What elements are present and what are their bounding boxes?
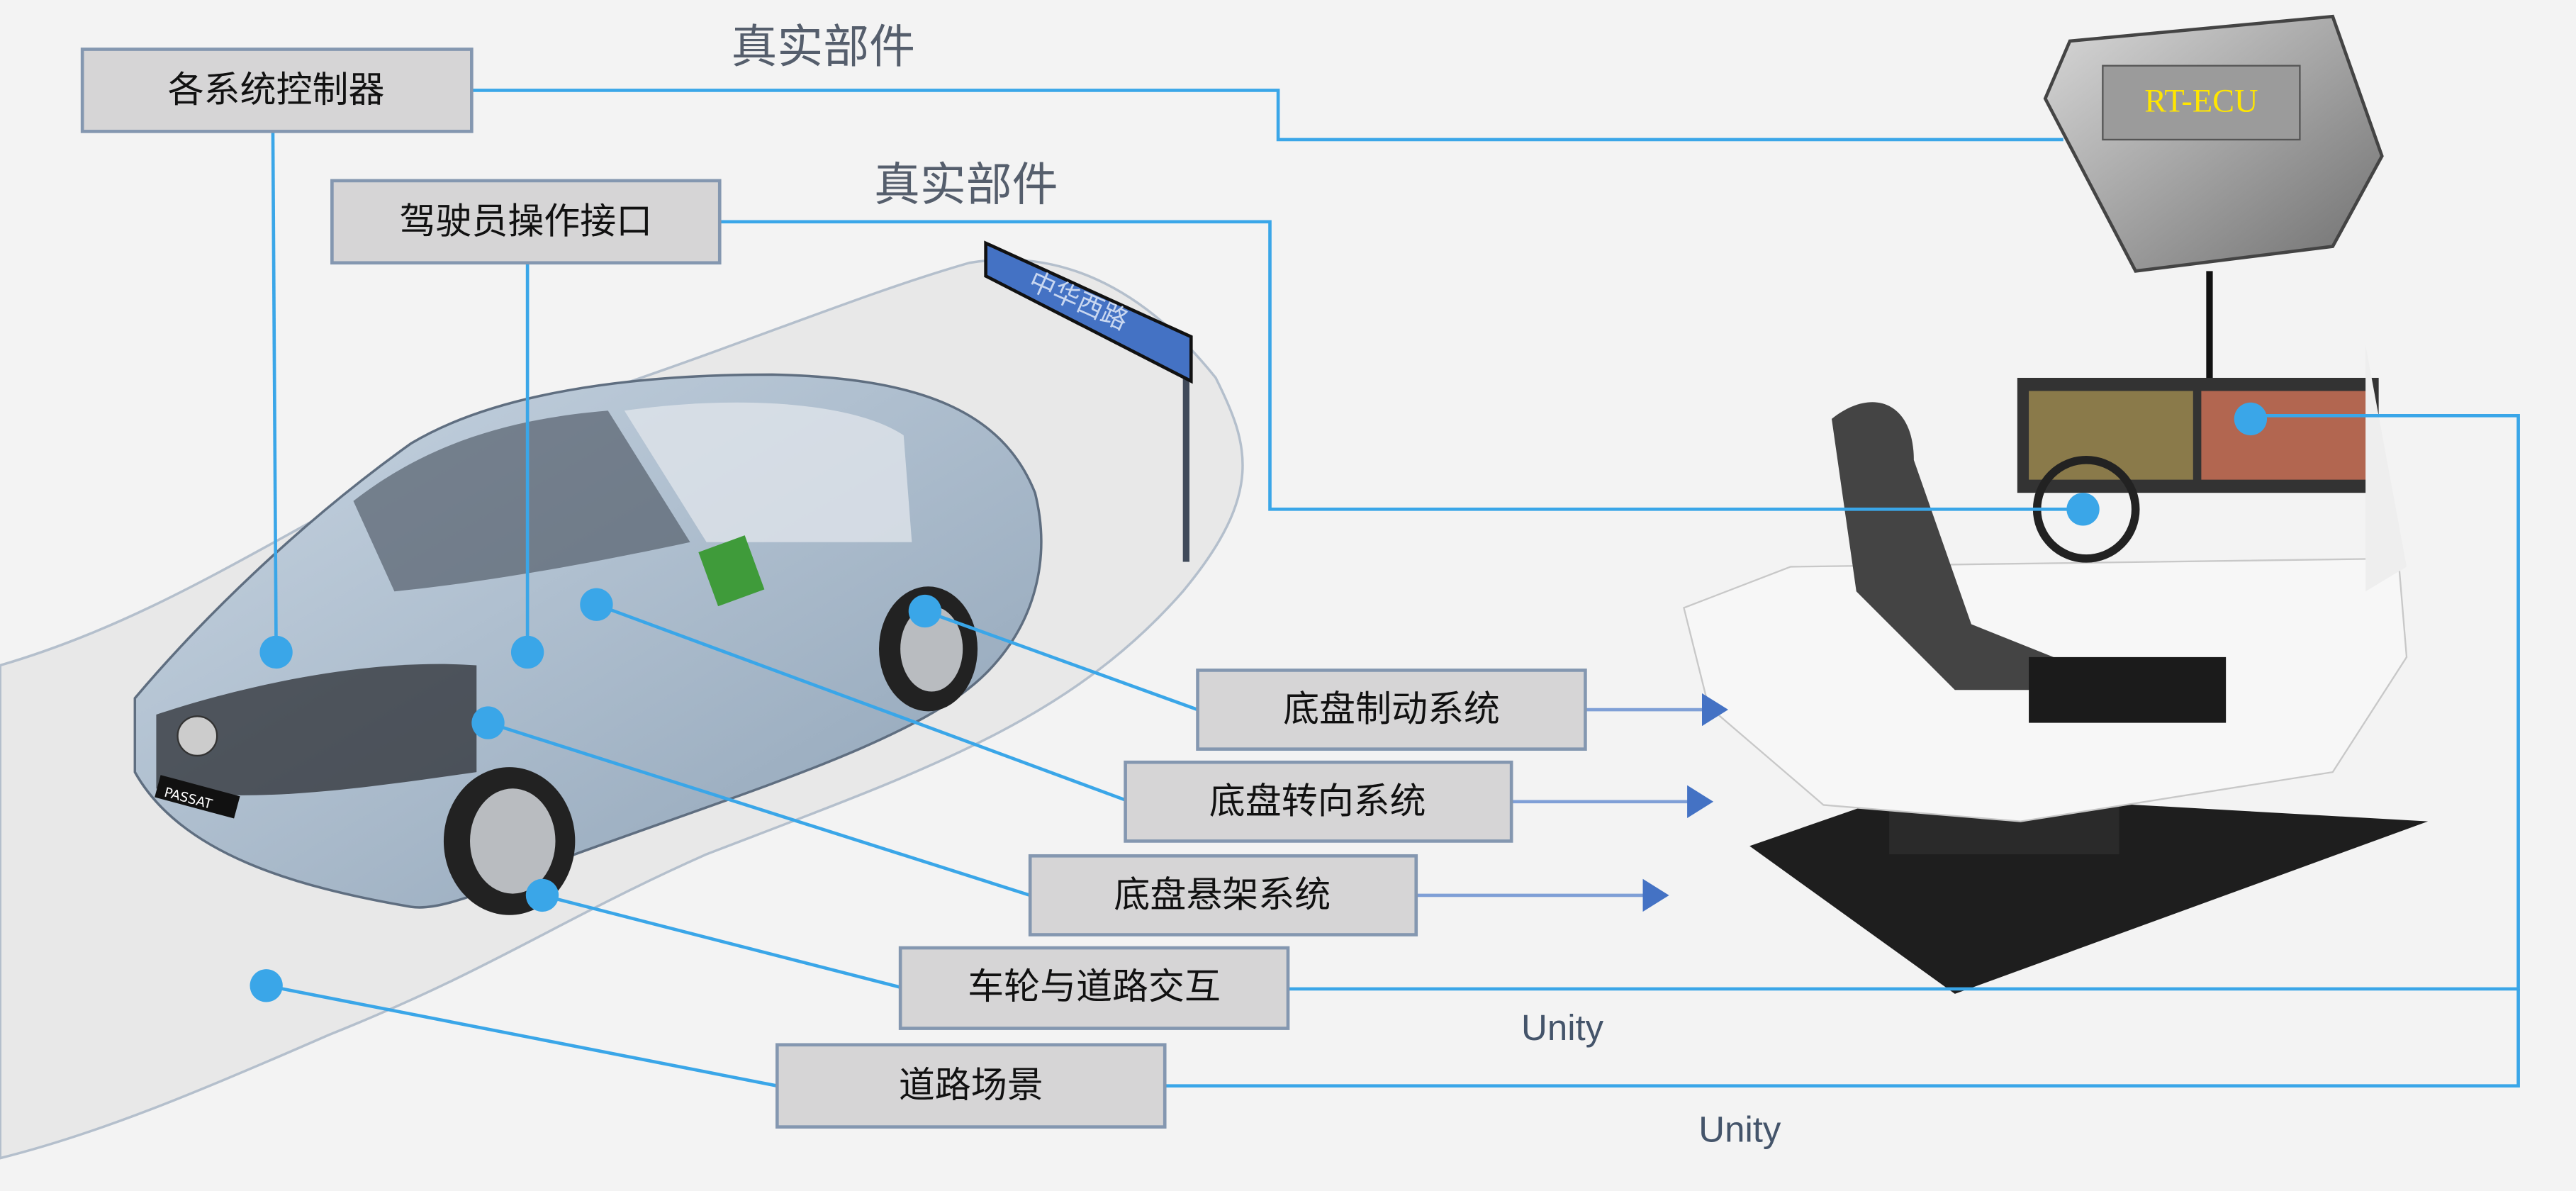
connector-controllers-car — [271, 131, 278, 652]
box-controllers: 各系统控制器 — [80, 47, 474, 133]
box-steering: 底盘转向系统 — [1124, 760, 1513, 843]
connector-road-unity — [1165, 988, 2520, 1088]
connector-controllers-ecu — [471, 89, 2063, 142]
svg-text:底盘制动系统: 底盘制动系统 — [1283, 689, 1500, 731]
point-driver-interface — [510, 635, 544, 669]
car-cutaway-image: PASSAT — [133, 373, 1043, 915]
svg-text:车轮与道路交互: 车轮与道路交互 — [968, 966, 1221, 1008]
point-road — [250, 969, 283, 1002]
real-part-label-1: 真实部件 — [731, 21, 915, 74]
connector-wheel — [542, 893, 901, 989]
ecu-label: RT-ECU — [2144, 84, 2258, 120]
rt-ecu-image: RT-ECU — [2043, 14, 2384, 273]
box-driver-interface: 驾驶员操作接口 — [330, 179, 722, 265]
point-steering — [580, 588, 613, 621]
svg-text:驾驶员操作接口: 驾驶员操作接口 — [399, 201, 652, 242]
point-wheel — [525, 878, 559, 912]
driving-simulator-image — [1683, 345, 2429, 994]
point-sim-wheel — [2066, 493, 2100, 526]
unity-label-1: Unity — [1521, 1007, 1604, 1048]
connector-driver-interface — [719, 220, 2083, 511]
connector-wheel-unity — [1288, 413, 2520, 991]
connector-steering — [595, 603, 1126, 802]
connector-brake — [924, 609, 1199, 712]
box-brake: 底盘制动系统 — [1196, 669, 1587, 751]
real-part-label-2: 真实部件 — [874, 159, 1058, 212]
box-wheel-road: 车轮与道路交互 — [898, 946, 1290, 1030]
box-suspension: 底盘悬架系统 — [1028, 854, 1418, 936]
point-suspension — [471, 706, 505, 739]
point-brake — [908, 594, 942, 628]
box-road-scene: 道路场景 — [775, 1043, 1167, 1129]
svg-text:底盘悬架系统: 底盘悬架系统 — [1114, 874, 1331, 916]
svg-text:道路场景: 道路场景 — [899, 1065, 1043, 1107]
connector-suspension — [487, 721, 1031, 898]
unity-label-2: Unity — [1698, 1109, 1781, 1149]
svg-text:底盘转向系统: 底盘转向系统 — [1209, 781, 1426, 822]
point-sim-screen — [2234, 402, 2268, 436]
svg-text:各系统控制器: 各系统控制器 — [168, 69, 385, 111]
point-controllers — [259, 635, 293, 669]
connector-road — [266, 984, 778, 1087]
